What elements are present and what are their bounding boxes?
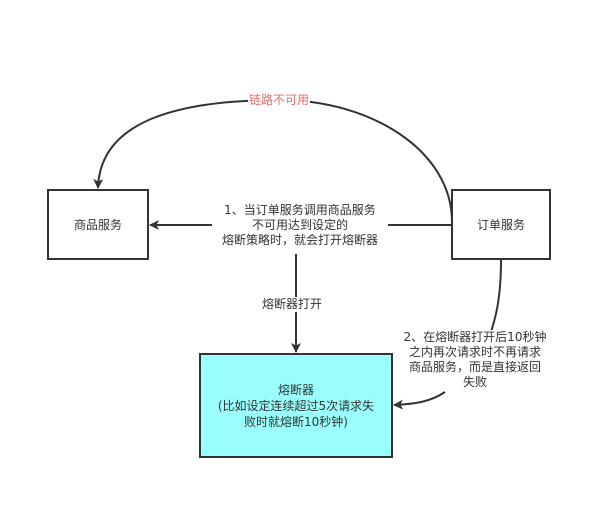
edge-label-unavailable: 链路不可用	[248, 93, 311, 108]
edge-label-breaker-open: 熔断器打开	[262, 297, 323, 312]
edge-label-retry: 2、在熔断器打开后10秒钟 之内再次请求时不再请求 商品服务，而是直接返回 失败	[393, 330, 557, 390]
order-service-label: 订单服务	[476, 217, 525, 232]
product-service-label: 商品服务	[73, 217, 122, 232]
circuit-breaker-node[interactable]: 熔断器 (比如设定连续超过5次请求失 败时就熔断10秒钟)	[199, 353, 393, 458]
product-service-node[interactable]: 商品服务	[47, 189, 149, 260]
order-service-node[interactable]: 订单服务	[451, 189, 551, 260]
edge-label-call: 1、当订单服务调用商品服务 不可用达到设定的 熔断策略时，就会打开熔断器	[212, 203, 388, 248]
circuit-breaker-label: 熔断器 (比如设定连续超过5次请求失 败时就熔断10秒钟)	[217, 382, 375, 429]
